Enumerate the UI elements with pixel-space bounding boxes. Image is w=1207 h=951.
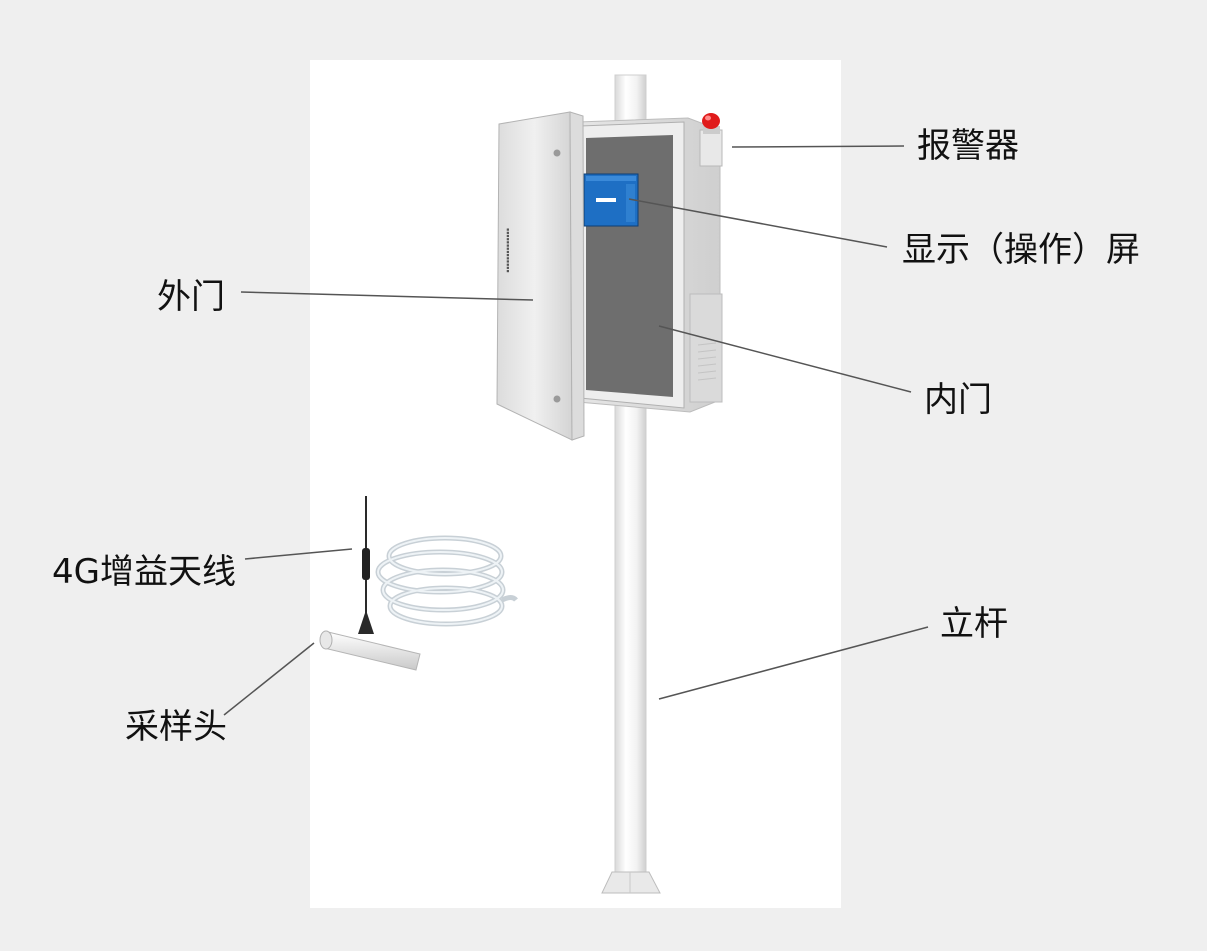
outer-door-leader-line xyxy=(240,291,534,301)
inner-door-leader-line xyxy=(658,325,912,393)
svg-text:▪▪▪▪▪▪▪▪▪▪▪▪▪▪: ▪▪▪▪▪▪▪▪▪▪▪▪▪▪ xyxy=(503,228,513,273)
antenna-label: 4G增益天线 xyxy=(52,552,236,592)
cabinet xyxy=(577,117,723,413)
pole-label: 立杆 xyxy=(940,604,1008,644)
display-screen xyxy=(583,173,639,227)
antenna-leader-line xyxy=(244,548,353,560)
inner-door-label: 内门 xyxy=(924,380,992,420)
pole-leader-line xyxy=(658,626,929,700)
alarm-light xyxy=(699,113,723,167)
alarm-leader-line xyxy=(731,145,905,148)
sampling-head-leader-line xyxy=(223,642,315,716)
sampling-head-label: 采样头 xyxy=(125,707,227,747)
display-label: 显示（操作）屏 xyxy=(902,230,1140,270)
leader-lines xyxy=(223,145,929,716)
outer-door: ▪▪▪▪▪▪▪▪▪▪▪▪▪▪ xyxy=(496,111,585,441)
outer-door-label: 外门 xyxy=(157,277,225,317)
antenna xyxy=(358,496,374,634)
alarm-label: 报警器 xyxy=(917,126,1019,166)
sampling-probe xyxy=(319,630,421,671)
display-leader-line xyxy=(628,198,888,248)
